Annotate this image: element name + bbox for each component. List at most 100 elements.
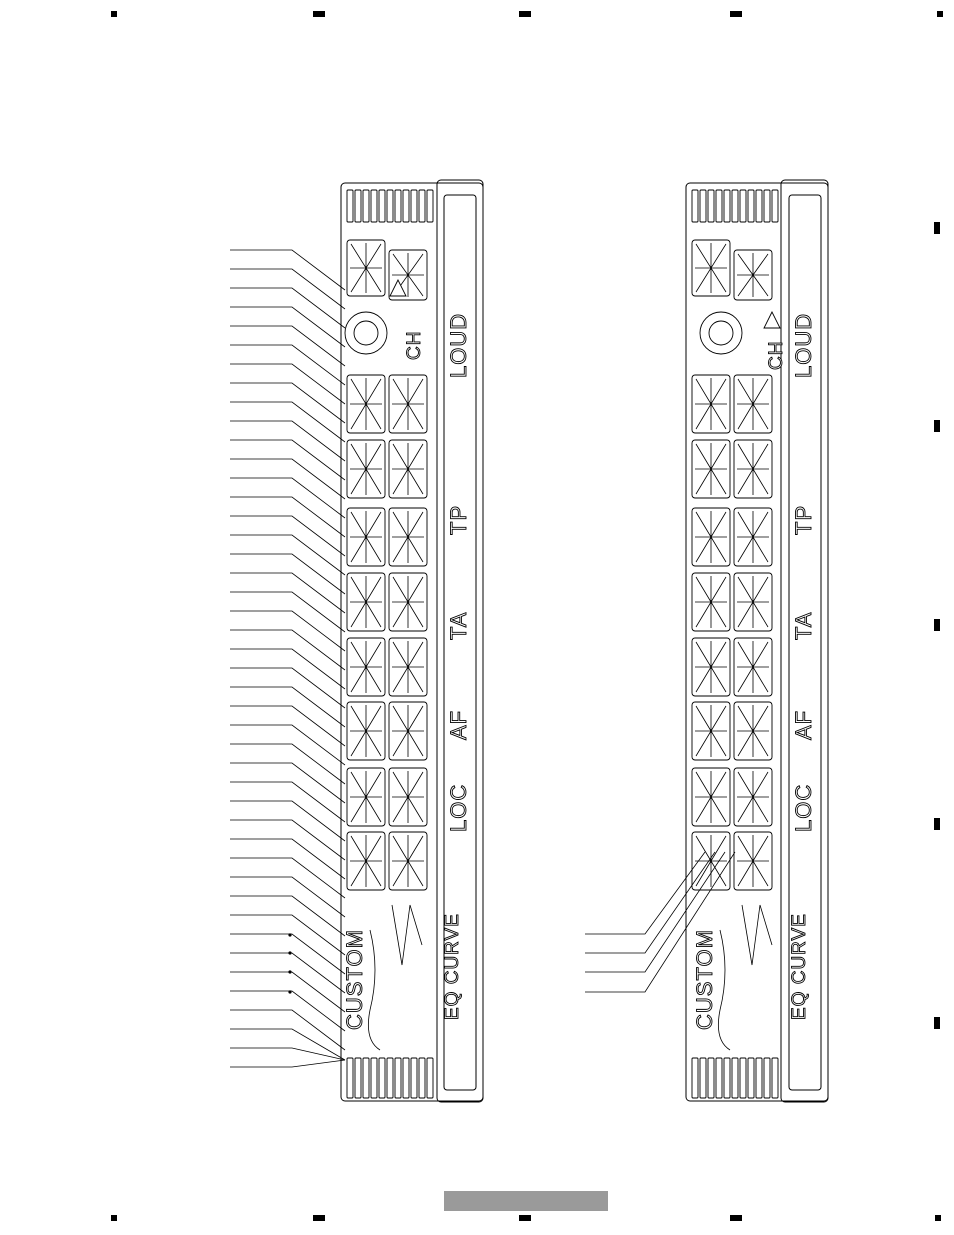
label-af: AF (791, 710, 816, 740)
label-tp: TP (791, 505, 816, 535)
label-ch: CH (766, 341, 787, 370)
leader-lines-left (230, 250, 345, 1067)
leader-line (230, 820, 345, 860)
comb-tooth (371, 1058, 377, 1098)
leader-line (230, 535, 345, 575)
comb-tooth (716, 190, 722, 222)
segment-digit (692, 440, 730, 498)
label-ta: TA (446, 612, 471, 640)
comb-tooth (427, 1058, 433, 1098)
corner-register-mark (519, 11, 531, 17)
segment-digit (347, 573, 385, 631)
leader-line (230, 1060, 345, 1067)
segment-digit (734, 638, 772, 696)
label-loc: LOC (791, 784, 816, 832)
comb-tooth (724, 190, 730, 222)
segment-digit (692, 768, 730, 826)
segment-digit (734, 250, 772, 300)
leader-line (230, 744, 345, 784)
segment-digit (347, 440, 385, 498)
comb-tooth (748, 1058, 754, 1098)
comb-tooth (395, 190, 401, 222)
leader-line (230, 668, 345, 708)
comb-tooth (411, 190, 417, 222)
label-eq-curve: EQ CURVE (789, 913, 810, 1020)
comb-tooth (411, 1058, 417, 1098)
comb-tooth (700, 1058, 706, 1098)
leader-line (230, 630, 345, 670)
leader-line (230, 497, 345, 537)
segment-digit (347, 702, 385, 760)
segment-digit (389, 638, 427, 696)
segment-digit (347, 638, 385, 696)
comb-tooth (772, 1058, 778, 1098)
comb-tooth (732, 190, 738, 222)
corner-register-mark (730, 1215, 742, 1221)
segment-digit (692, 832, 730, 890)
comb-tooth (403, 1058, 409, 1098)
side-register-mark (934, 619, 940, 631)
comb-tooth (379, 190, 385, 222)
leader-line (230, 592, 345, 632)
comb-tooth (732, 1058, 738, 1098)
segment-digit (734, 440, 772, 498)
footer-bar (444, 1191, 608, 1211)
leader-line (230, 1010, 345, 1050)
corner-register-mark (313, 1215, 325, 1221)
comb-tooth (347, 190, 353, 222)
comb-tooth (692, 190, 698, 222)
leader-terminal-dot (288, 970, 291, 973)
segment-digit (692, 375, 730, 433)
corner-register-mark (111, 1215, 117, 1221)
corner-register-mark (111, 11, 117, 17)
leader-line (230, 383, 345, 423)
leader-line (230, 421, 345, 461)
leader-line (230, 307, 345, 347)
segment-digit (347, 832, 385, 890)
register-marks (111, 11, 943, 1221)
comb-tooth (740, 1058, 746, 1098)
leader-line (230, 953, 345, 993)
segment-digit (734, 832, 772, 890)
segment-digit (389, 832, 427, 890)
comb-tooth (756, 190, 762, 222)
leader-line (230, 573, 345, 613)
segment-digit (692, 508, 730, 566)
leader-line (230, 1029, 345, 1060)
comb-tooth (748, 190, 754, 222)
comb-tooth (371, 190, 377, 222)
segment-digit (692, 573, 730, 631)
comb-tooth (387, 190, 393, 222)
segment-digit (347, 508, 385, 566)
segment-digit (734, 375, 772, 433)
leader-line (230, 934, 345, 974)
leader-line (230, 611, 345, 651)
segment-digit (692, 702, 730, 760)
corner-register-mark (935, 1215, 941, 1221)
leader-line (230, 801, 345, 841)
leader-line (230, 326, 345, 366)
segment-digit (389, 375, 427, 433)
leader-line (230, 269, 345, 309)
label-loc: LOC (446, 784, 471, 832)
comb-tooth (740, 190, 746, 222)
segment-digit (347, 375, 385, 433)
comb-tooth (764, 190, 770, 222)
segment-digit (734, 702, 772, 760)
channel-arrow-icon (764, 312, 780, 328)
comb-tooth (363, 1058, 369, 1098)
leader-line (230, 706, 345, 746)
leader-line (230, 554, 345, 594)
label-eq-curve: EQ CURVE (442, 913, 463, 1020)
comb-tooth (700, 190, 706, 222)
label-tp: TP (446, 505, 471, 535)
leader-terminal-dot (288, 990, 291, 993)
segment-digit (389, 440, 427, 498)
leader-line (230, 915, 345, 955)
comb-tooth (347, 1058, 353, 1098)
comb-tooth (363, 190, 369, 222)
leader-line (230, 782, 345, 822)
leader-line (230, 364, 345, 404)
